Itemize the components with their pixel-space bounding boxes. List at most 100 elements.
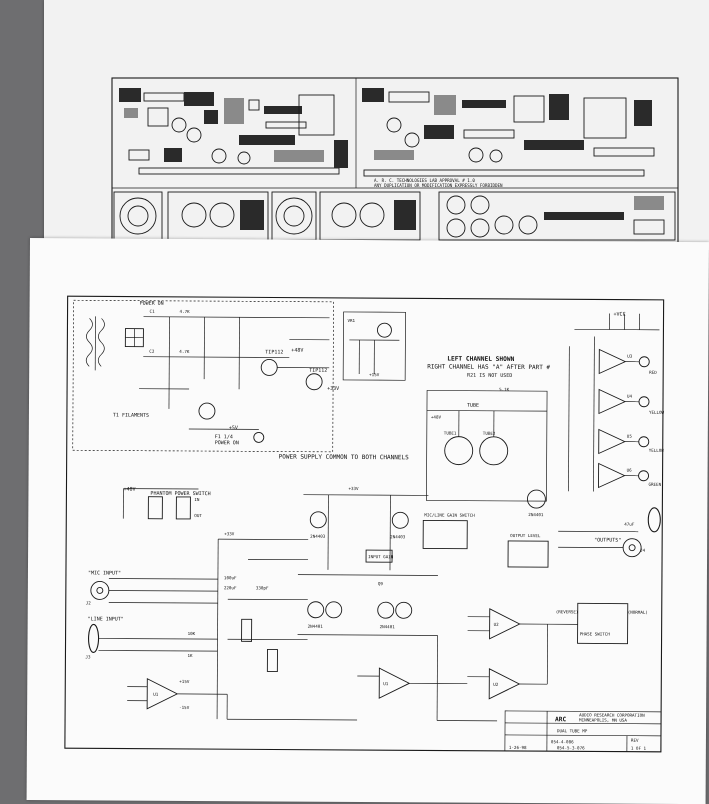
q5-type-label: 2N4403 [310,534,326,539]
phantom-switch-label: PHANTOM POWER SWITCH [150,491,210,497]
tip112-a-label: TIP112 [265,349,283,355]
u2b-opamp: U2 [467,669,547,699]
vr1-label: VR1 [347,318,355,323]
plus15-u1-label: +15V [179,679,190,684]
q8-type-label: 2N4401 [308,624,324,629]
c1-value: 4.7K [180,309,191,314]
r-47uf-label: 100uF [224,575,237,580]
power-supply-note: POWER SUPPLY COMMON TO BOTH CHANNELS [279,454,409,462]
schematic-sheet: POWER ON T1 FILAMENTS F1 1/4 POWER ON +5… [27,238,709,804]
silkscreen-line-2: ANY DUPLICATION OR MODIFICATION EXPRESSL… [374,183,503,188]
q6-type-label: 2N4403 [390,534,406,539]
drawing-no: 054-4-086 [551,739,574,744]
line-input-label: "LINE INPUT" [88,616,124,622]
title-name: DUAL TUBE MP [557,728,588,733]
plus48-top-label: +48V [291,348,303,354]
phase-switch-label: PHASE SWITCH [580,631,611,636]
tube-section: TUBE TUBE1 TUBE2 +48V 5.1K [426,386,547,501]
input-gain-label: INPUT GAIN [368,554,394,559]
sheet-no: 1 OF 1 [631,746,647,751]
rev-label: REV [631,738,639,743]
plus15-label: +15V [369,372,380,377]
r-10k-label: 1K [187,653,193,658]
vcc-label: +VCC [614,312,626,318]
led-meter-section: +VCC U3 U4 U5 U6 RED YELLOW YELLOW GREEN [568,311,665,492]
u1b-opamp: U1 [357,668,437,698]
u2-label: U2 [494,622,500,627]
pcb-layout-drawing: A. R. C. TECHNOLOGIES LAB APPROVAL # 1.0… [44,0,709,250]
power-on-lower-label: POWER ON [215,440,239,446]
led-yellow1-label: YELLOW [649,410,665,415]
mic-input-section: "MIC INPUT" J2 [86,570,218,606]
schematic-border [65,296,664,752]
phantom-in-label: IN [194,497,200,502]
c2-value: 4.7K [179,349,190,354]
q-output-label: 2N4401 [528,512,544,517]
q-output-symbol [527,490,545,508]
u1b-label: U1 [383,681,389,686]
bottom-wiring [227,622,578,721]
schematic-drawing: POWER ON T1 FILAMENTS F1 1/4 POWER ON +5… [27,238,709,804]
left-channel-note: LEFT CHANNEL SHOWN [447,356,514,363]
plus33-pair-label: +33V [348,486,359,491]
right-board-components [362,88,654,176]
phantom-out-label: OUT [194,513,202,518]
tube-label: TUBE [467,403,479,409]
tip112-b-label: TIP112 [309,368,327,374]
u1-label: U1 [153,692,159,697]
led-red-label: RED [649,370,657,375]
u4-label: U4 [627,394,633,399]
r-220uf-label: 330pF [256,585,269,590]
c1-label: C1 [150,309,156,314]
normal-label: (NORMAL) [628,610,648,615]
plus33-top-label: +33V [327,386,339,392]
c2-label: C2 [149,349,155,354]
r-240k-label: 5.1K [499,387,510,392]
output-level-label: OUTPUT LEVEL [510,533,541,538]
right-channel-note: RIGHT CHANNEL HAS "A" AFTER PART # [427,363,550,371]
j1-label: J2 [86,600,92,605]
j4-label: 47uF [624,522,635,527]
title-company-line2: MINNEAPOLIS, MN USA [579,717,627,722]
minus15-u1-label: -15V [179,705,190,710]
u2b-label: U2 [493,682,499,687]
mic-line-switch-label: MIC/LINE GAIN SWITCH [424,512,475,517]
u3-label: U3 [627,354,633,359]
title-date: 1-26-98 [509,745,527,750]
power-on-label: POWER ON [140,301,164,307]
power-supply-section: POWER ON T1 FILAMENTS F1 1/4 POWER ON +5… [73,300,340,452]
input-amp-section: +33V 100uF 220uF 330pF 10K 1K [187,531,308,720]
regulator-section: VR1 +15V [343,312,405,380]
r-4k7-label: 10K [188,631,196,636]
diff-pair-section: 2N4403 2N4403 2N4401 2N4401 INPUT GAIN +… [298,486,439,636]
filaments-label: T1 FILAMENTS [113,413,149,419]
title-block: ARC AUDIO RESEARCH CORPORATION MINNEAPOL… [505,711,661,752]
j2-label: J3 [85,654,91,659]
not-used-note: R21 IS NOT USED [467,373,512,379]
phantom-power-section: +48V PHANTOM POWER SWITCH IN OUT [123,487,210,520]
plus5-label: +5V [229,425,238,431]
u5-label: U5 [627,434,633,439]
j3-label: J4 [640,548,646,553]
left-board-components [119,88,348,174]
line-input-section: "LINE INPUT" J3 [85,616,217,660]
u2-opamp: U2 [468,609,548,639]
reverse-label: (REVERSE) [556,609,579,614]
tube1-label: TUBE1 [444,431,457,436]
lower-board-components [114,192,675,240]
q9-label: Q9 [378,581,384,586]
switch-section: MIC/LINE GAIN SWITCH OUTPUT LEVEL [423,512,548,567]
led-yellow2-label: YELLOW [649,448,665,453]
u6-label: U6 [627,468,633,473]
plus48-phantom-label: +48V [123,487,135,493]
q10-type-label: 2N4401 [380,624,396,629]
led-green-label: GREEN [648,482,661,487]
mic-input-label: "MIC INPUT" [88,570,121,576]
r-100uf-label: 220uF [224,585,237,590]
outputs-label: "OUTPUTS" [594,537,621,543]
pcb-layout-sheet: A. R. C. TECHNOLOGIES LAB APPROVAL # 1.0… [44,0,709,250]
output-section: "OUTPUTS" PHASE SWITCH (REVERSE) (NORMAL… [556,507,661,644]
plus48-tube-label: +48V [431,414,442,419]
plus33-mid-label: +33V [224,531,235,536]
title-company: ARC [555,716,566,723]
